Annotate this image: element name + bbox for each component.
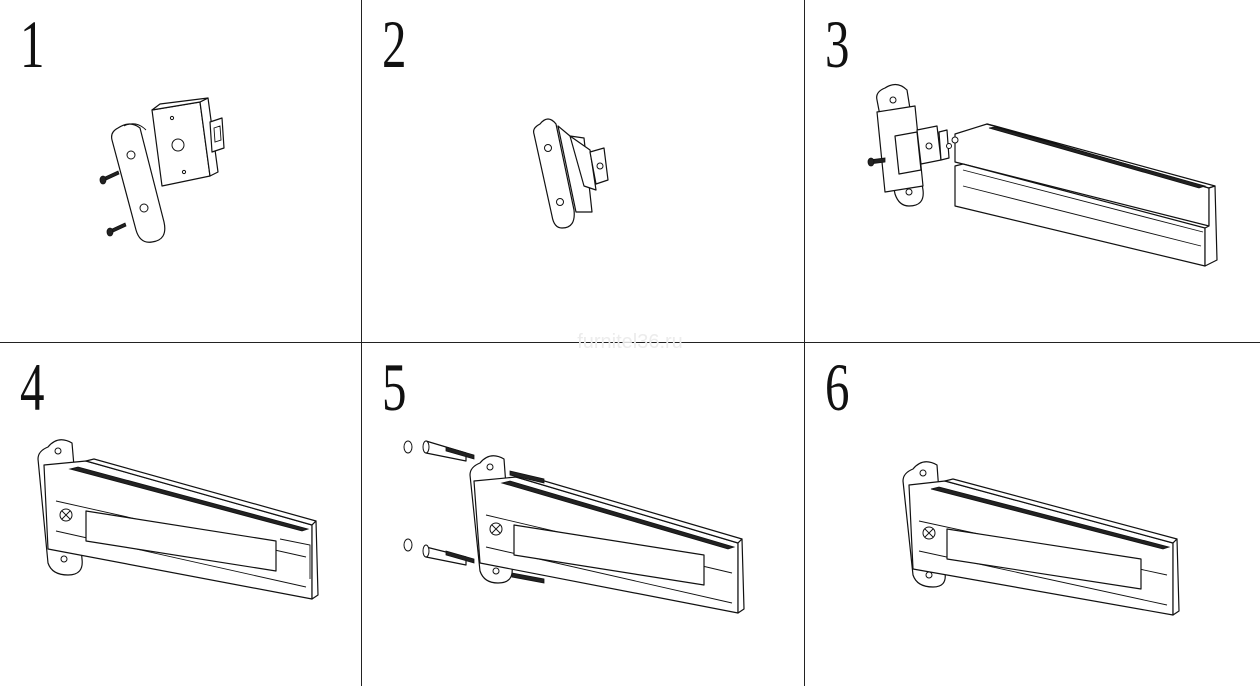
watermark: furnitel36.ru bbox=[577, 331, 683, 353]
screw-icon bbox=[509, 470, 545, 484]
step-2-illustration bbox=[533, 118, 609, 229]
wall-hole-icon bbox=[403, 440, 413, 454]
step-6-illustration bbox=[902, 461, 1180, 616]
grid-divider-vertical bbox=[804, 0, 805, 686]
step-3-illustration bbox=[867, 83, 1218, 267]
screw-icon bbox=[106, 222, 127, 237]
wall-hole-icon bbox=[403, 538, 413, 552]
step-panel-4: 4 bbox=[0, 343, 361, 686]
step-number-2: 2 bbox=[382, 6, 407, 82]
step-4-illustration bbox=[37, 439, 319, 600]
mounting-plate bbox=[111, 123, 166, 243]
wall-plug-icon bbox=[422, 440, 475, 462]
step-panel-1: 1 bbox=[0, 0, 361, 342]
step-number-5: 5 bbox=[382, 349, 407, 425]
step-number-4: 4 bbox=[20, 349, 45, 425]
screw-icon bbox=[867, 157, 886, 167]
grid-divider-horizontal bbox=[0, 342, 1260, 343]
grid-divider-vertical bbox=[361, 0, 362, 686]
assembled-bracket bbox=[533, 118, 609, 229]
step-5-illustration bbox=[403, 440, 745, 614]
step-panel-5: 5 bbox=[362, 343, 804, 686]
step-number-1: 1 bbox=[20, 6, 45, 82]
screw-icon bbox=[99, 170, 120, 185]
step-number-3: 3 bbox=[825, 6, 850, 82]
rail-profile bbox=[951, 123, 1218, 267]
step-panel-3: 3 bbox=[805, 0, 1260, 342]
mounted-bracket-rail bbox=[469, 455, 745, 614]
wall-plug-icon bbox=[422, 544, 475, 566]
screw-icon bbox=[511, 572, 545, 584]
step-panel-2: 2 bbox=[362, 0, 804, 342]
bracket-block bbox=[151, 97, 225, 187]
bracket-with-plate bbox=[876, 83, 952, 207]
step-panel-6: 6 bbox=[805, 343, 1260, 686]
step-1-illustration bbox=[99, 97, 225, 243]
step-number-6: 6 bbox=[825, 349, 850, 425]
mounted-bracket-rail bbox=[37, 439, 319, 600]
installed-bracket-rail bbox=[902, 461, 1180, 616]
